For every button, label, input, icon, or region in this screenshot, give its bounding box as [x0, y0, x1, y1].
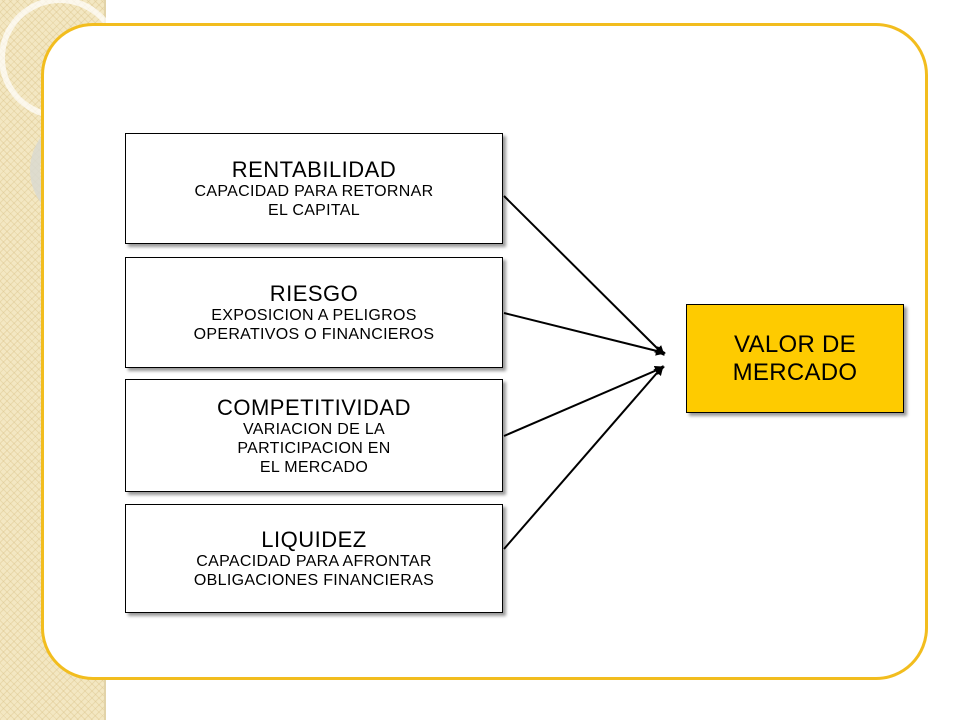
- arrow-riesgo: [503, 312, 666, 356]
- arrow-liquidez: [503, 365, 664, 550]
- node-title: RIESGO: [269, 281, 359, 306]
- node-description: CAPACIDAD PARA RETORNAR EL CAPITAL: [194, 183, 434, 219]
- node-title: COMPETITIVIDAD: [216, 394, 411, 420]
- node-competitividad: COMPETITIVIDAD VARIACION DE LA PARTICIPA…: [125, 379, 503, 492]
- node-description: CAPACIDAD PARA AFRONTAR OBLIGACIONES FIN…: [193, 553, 435, 589]
- arrow-competitividad: [503, 365, 665, 437]
- node-description: VARIACION DE LA PARTICIPACION EN EL MERC…: [237, 420, 391, 476]
- node-title: LIQUIDEZ: [261, 527, 367, 552]
- node-rentabilidad: RENTABILIDAD CAPACIDAD PARA RETORNAR EL …: [125, 133, 503, 244]
- node-title: RENTABILIDAD: [231, 157, 397, 182]
- output-label: VALOR DE MERCADO: [732, 330, 858, 386]
- node-liquidez: LIQUIDEZ CAPACIDAD PARA AFRONTAR OBLIGAC…: [125, 504, 503, 613]
- arrow-rentabilidad: [503, 195, 665, 356]
- node-description: EXPOSICION A PELIGROS OPERATIVOS O FINAN…: [193, 307, 435, 343]
- node-valor-de-mercado: VALOR DE MERCADO: [686, 304, 904, 413]
- node-riesgo: RIESGO EXPOSICION A PELIGROS OPERATIVOS …: [125, 257, 503, 368]
